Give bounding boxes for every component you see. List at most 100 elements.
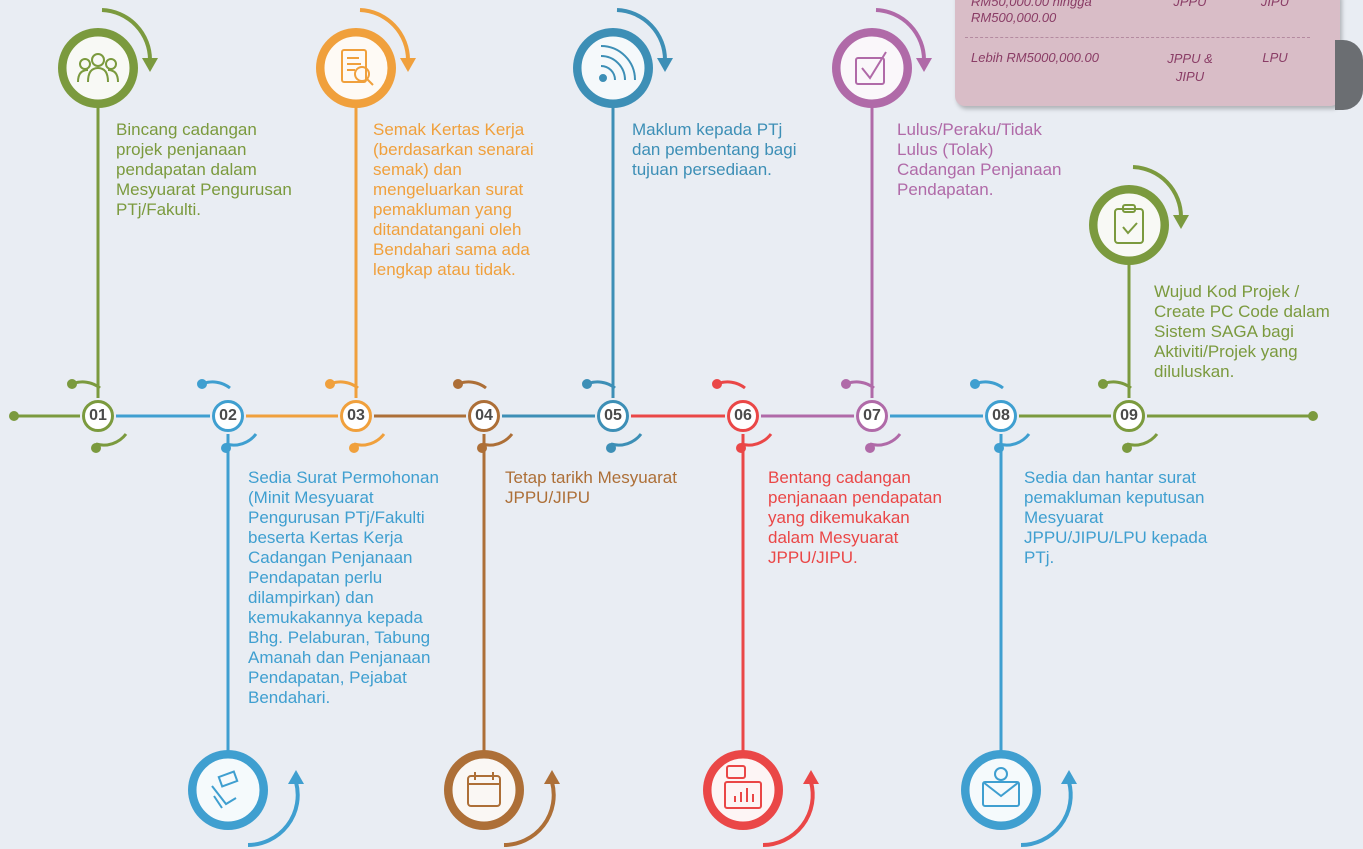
document-search-icon-part: [347, 57, 361, 71]
step-09-description: Wujud Kod Projek / Create PC Code dalam …: [1154, 282, 1330, 381]
signal-icon-part: [599, 74, 607, 82]
email-icon-part: [994, 767, 1008, 781]
checkmark-box-icon-part: [855, 57, 885, 85]
calendar-icon-part: [468, 772, 500, 785]
email-icon-part: [982, 781, 1020, 798]
step-06-description: Bentang cadangan penjanaan pendapatan ya…: [768, 468, 942, 567]
step-icon-inner: [840, 36, 904, 100]
step-arrow-head: [288, 770, 304, 784]
arc-dot: [865, 443, 875, 453]
arc-dot: [91, 443, 101, 453]
number-arc: [610, 433, 643, 447]
step-arrow-head: [657, 58, 673, 72]
email-icon: [982, 767, 1020, 807]
people-icon-part: [77, 66, 119, 83]
presentation-icon-part: [724, 781, 762, 809]
number-arc: [740, 433, 773, 447]
step-icon-inner: [1097, 193, 1161, 257]
presentation-icon: [724, 765, 762, 809]
step-05-number: 05: [597, 400, 629, 432]
hand-document-icon-part: [217, 770, 239, 788]
arc-dot: [712, 379, 722, 389]
signal-icon-part: [600, 45, 636, 81]
step-04-number: 04: [468, 400, 500, 432]
step-05-description: Maklum kepada PTj dan pembentang bagi tu…: [632, 120, 797, 179]
people-icon-part: [91, 53, 105, 67]
arc-dot: [197, 379, 207, 389]
arc-dot: [1098, 379, 1108, 389]
step-arrow-head: [544, 770, 560, 784]
step-icon-inner: [324, 36, 388, 100]
arc-dot: [325, 379, 335, 389]
number-arc: [998, 433, 1031, 447]
timeline-start-dot: [9, 411, 19, 421]
number-arc: [1126, 433, 1159, 447]
arc-dot: [970, 379, 980, 389]
arc-dot: [582, 379, 592, 389]
step-01-description: Bincang cadangan projek penjanaan pendap…: [116, 120, 292, 219]
number-arc: [353, 433, 386, 447]
document-search-icon-part: [366, 78, 374, 86]
step-08-number: 08: [985, 400, 1017, 432]
people-icon-part: [105, 58, 117, 70]
step-arrow-head: [1173, 215, 1189, 229]
step-arrow-head: [142, 58, 158, 72]
document-search-icon: [341, 49, 374, 86]
calendar-icon-part: [467, 775, 501, 807]
table-cell-committee: JPPU: [1173, 0, 1207, 9]
step-07-description: Lulus/Peraku/Tidak Lulus (Tolak) Cadanga…: [897, 120, 1062, 199]
step-icon-inner: [196, 758, 260, 822]
number-arc: [481, 433, 514, 447]
step-curved-arrow: [762, 781, 815, 847]
step-curved-arrow: [101, 8, 153, 61]
clipboard-check-icon-part: [1122, 204, 1136, 213]
step-03-number: 03: [340, 400, 372, 432]
number-arc: [225, 433, 258, 447]
document-search-icon-part: [354, 66, 370, 82]
table-cell-approver: JIPU: [1260, 0, 1290, 9]
checkmark-box-icon-part: [861, 51, 887, 80]
clipboard-check-icon-part: [1122, 222, 1138, 235]
step-arrow-head: [803, 770, 819, 784]
arc-dot: [841, 379, 851, 389]
step-icon-inner: [581, 36, 645, 100]
step-04-description: Tetap tarikh Mesyuarat JPPU/JIPU: [505, 468, 677, 507]
clipboard-check-icon-part: [1114, 208, 1144, 244]
arc-dot: [67, 379, 77, 389]
document-search-icon-part: [341, 49, 367, 83]
calendar-icon: [467, 772, 501, 807]
step-arrow-head: [916, 58, 932, 72]
step-06-number: 06: [727, 400, 759, 432]
step-arrow-head: [400, 58, 416, 72]
step-curved-arrow: [875, 8, 927, 61]
step-09-number: 09: [1113, 400, 1145, 432]
step-01-number: 01: [82, 400, 114, 432]
arc-dot: [1122, 443, 1132, 453]
arc-dot: [453, 379, 463, 389]
hand-document-icon: [211, 770, 239, 809]
step-02-description: Sedia Surat Permohonan (Minit Mesyuarat …: [248, 468, 439, 707]
table-cell-committee: JPPU & JIPU: [1167, 51, 1213, 84]
table-card-tab: [1335, 40, 1363, 110]
signal-icon: [599, 45, 636, 82]
hand-document-icon-part: [211, 785, 237, 809]
presentation-icon-part: [734, 788, 754, 802]
people-icon: [77, 53, 119, 83]
number-arc: [95, 433, 128, 447]
step-02-number: 02: [212, 400, 244, 432]
table-cell-range: Lebih RM5000,000.00: [971, 50, 1099, 65]
table-cell-range: RM50,000.00 hingga RM500,000.00: [971, 0, 1092, 25]
step-curved-arrow: [359, 8, 411, 61]
checkmark-box-icon: [855, 51, 887, 85]
step-07-number: 07: [856, 400, 888, 432]
arc-dot: [606, 443, 616, 453]
step-arrow-head: [1061, 770, 1077, 784]
approval-authority-table: RM50,000.00 hingga RM500,000.00 JPPU JIP…: [955, 0, 1340, 106]
timeline-end-dot: [1308, 411, 1318, 421]
email-icon-part: [982, 781, 1020, 807]
step-curved-arrow: [616, 8, 668, 61]
people-icon-part: [79, 58, 91, 70]
step-03-description: Semak Kertas Kerja (berdasarkan senarai …: [373, 120, 534, 279]
clipboard-check-icon: [1114, 204, 1144, 244]
